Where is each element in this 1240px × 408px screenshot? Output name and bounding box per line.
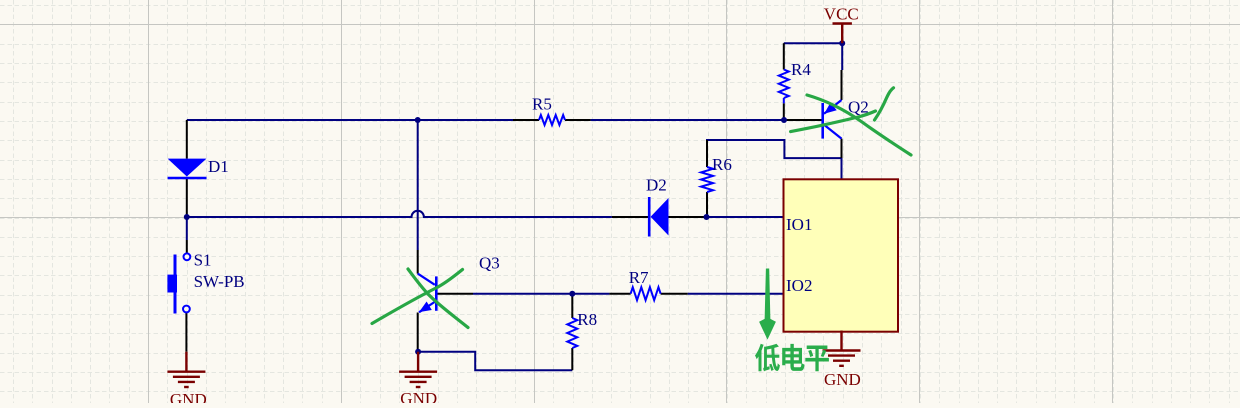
svg-text:R4: R4: [791, 60, 811, 79]
svg-text:GND: GND: [170, 390, 207, 403]
svg-text:R5: R5: [532, 95, 552, 114]
svg-text:Q2: Q2: [848, 98, 869, 117]
svg-text:VCC: VCC: [824, 5, 859, 24]
svg-text:D2: D2: [646, 176, 667, 195]
svg-text:IO2: IO2: [786, 276, 812, 295]
svg-text:GND: GND: [824, 370, 861, 389]
svg-text:R8: R8: [577, 310, 597, 329]
svg-text:GND: GND: [400, 389, 437, 403]
svg-text:R6: R6: [712, 155, 732, 174]
svg-text:R7: R7: [629, 268, 649, 287]
svg-text:D1: D1: [208, 157, 229, 176]
svg-text:Q3: Q3: [479, 254, 500, 273]
svg-text:S1: S1: [194, 251, 212, 270]
svg-text:SW-PB: SW-PB: [194, 272, 245, 291]
svg-text:IO1: IO1: [786, 215, 812, 234]
